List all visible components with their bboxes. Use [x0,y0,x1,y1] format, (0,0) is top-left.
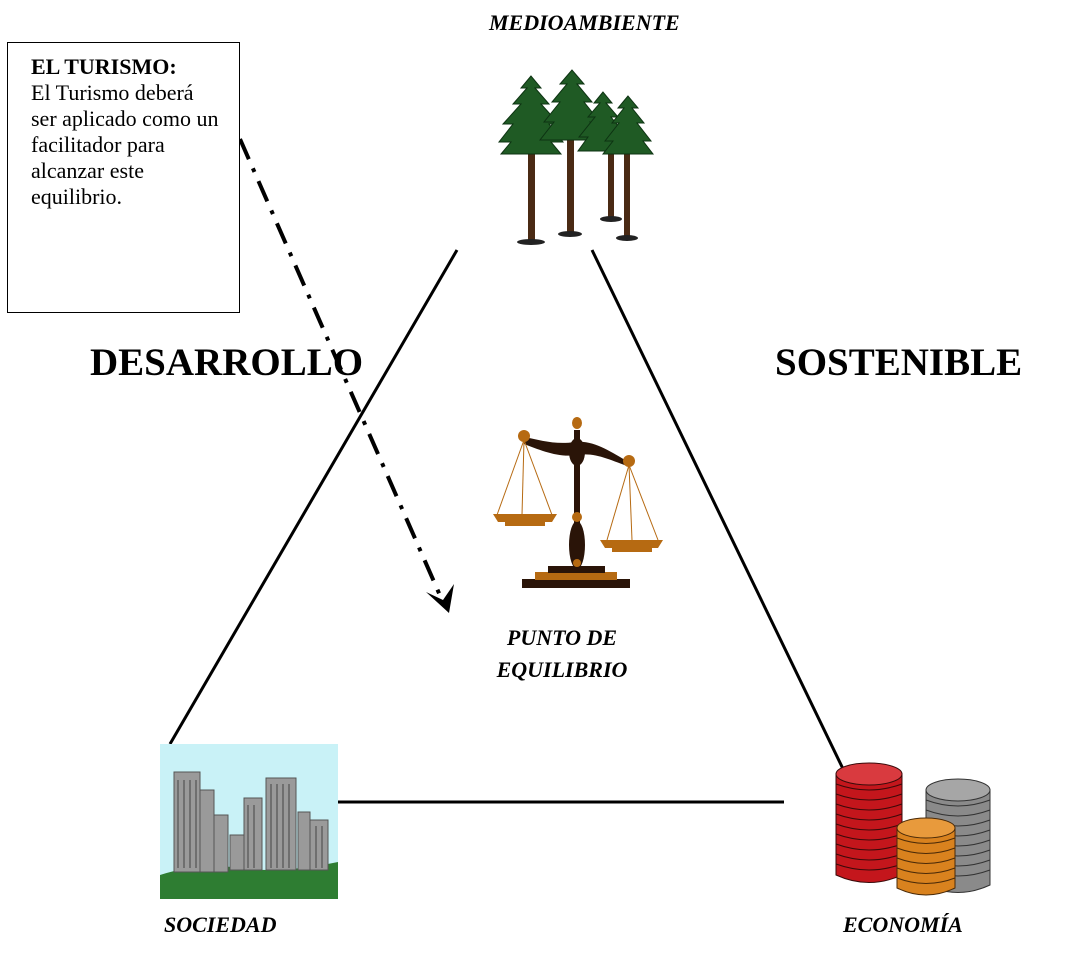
equilibrium-label-line2: EQUILIBRIO [496,657,628,682]
left-side-word: DESARROLLO [90,341,364,384]
tourism-note-title: EL TURISMO: [31,54,177,79]
right-side-word: SOSTENIBLE [775,341,1023,384]
society-label: SOCIEDAD [164,912,277,937]
arrowhead-icon [426,584,454,613]
left-side-line [168,249,459,745]
equilibrium-label: PUNTO DE EQUILIBRIO [468,622,656,686]
economy-label: ECONOMÍA [843,912,963,937]
right-side-line [590,249,862,805]
tourism-note-box: EL TURISMO: El Turismo deberá ser aplica… [7,42,240,313]
equilibrium-label-line1: PUNTO DE [506,625,618,650]
environment-label: MEDIOAMBIENTE [489,10,680,35]
balance-scale-icon [493,417,663,588]
trees-icon [497,69,655,245]
city-buildings-icon [160,744,338,899]
coin-stacks-icon [835,762,991,896]
tourism-note-body: El Turismo deberá ser aplicado como un f… [31,80,219,209]
tourism-arrow [238,138,444,601]
